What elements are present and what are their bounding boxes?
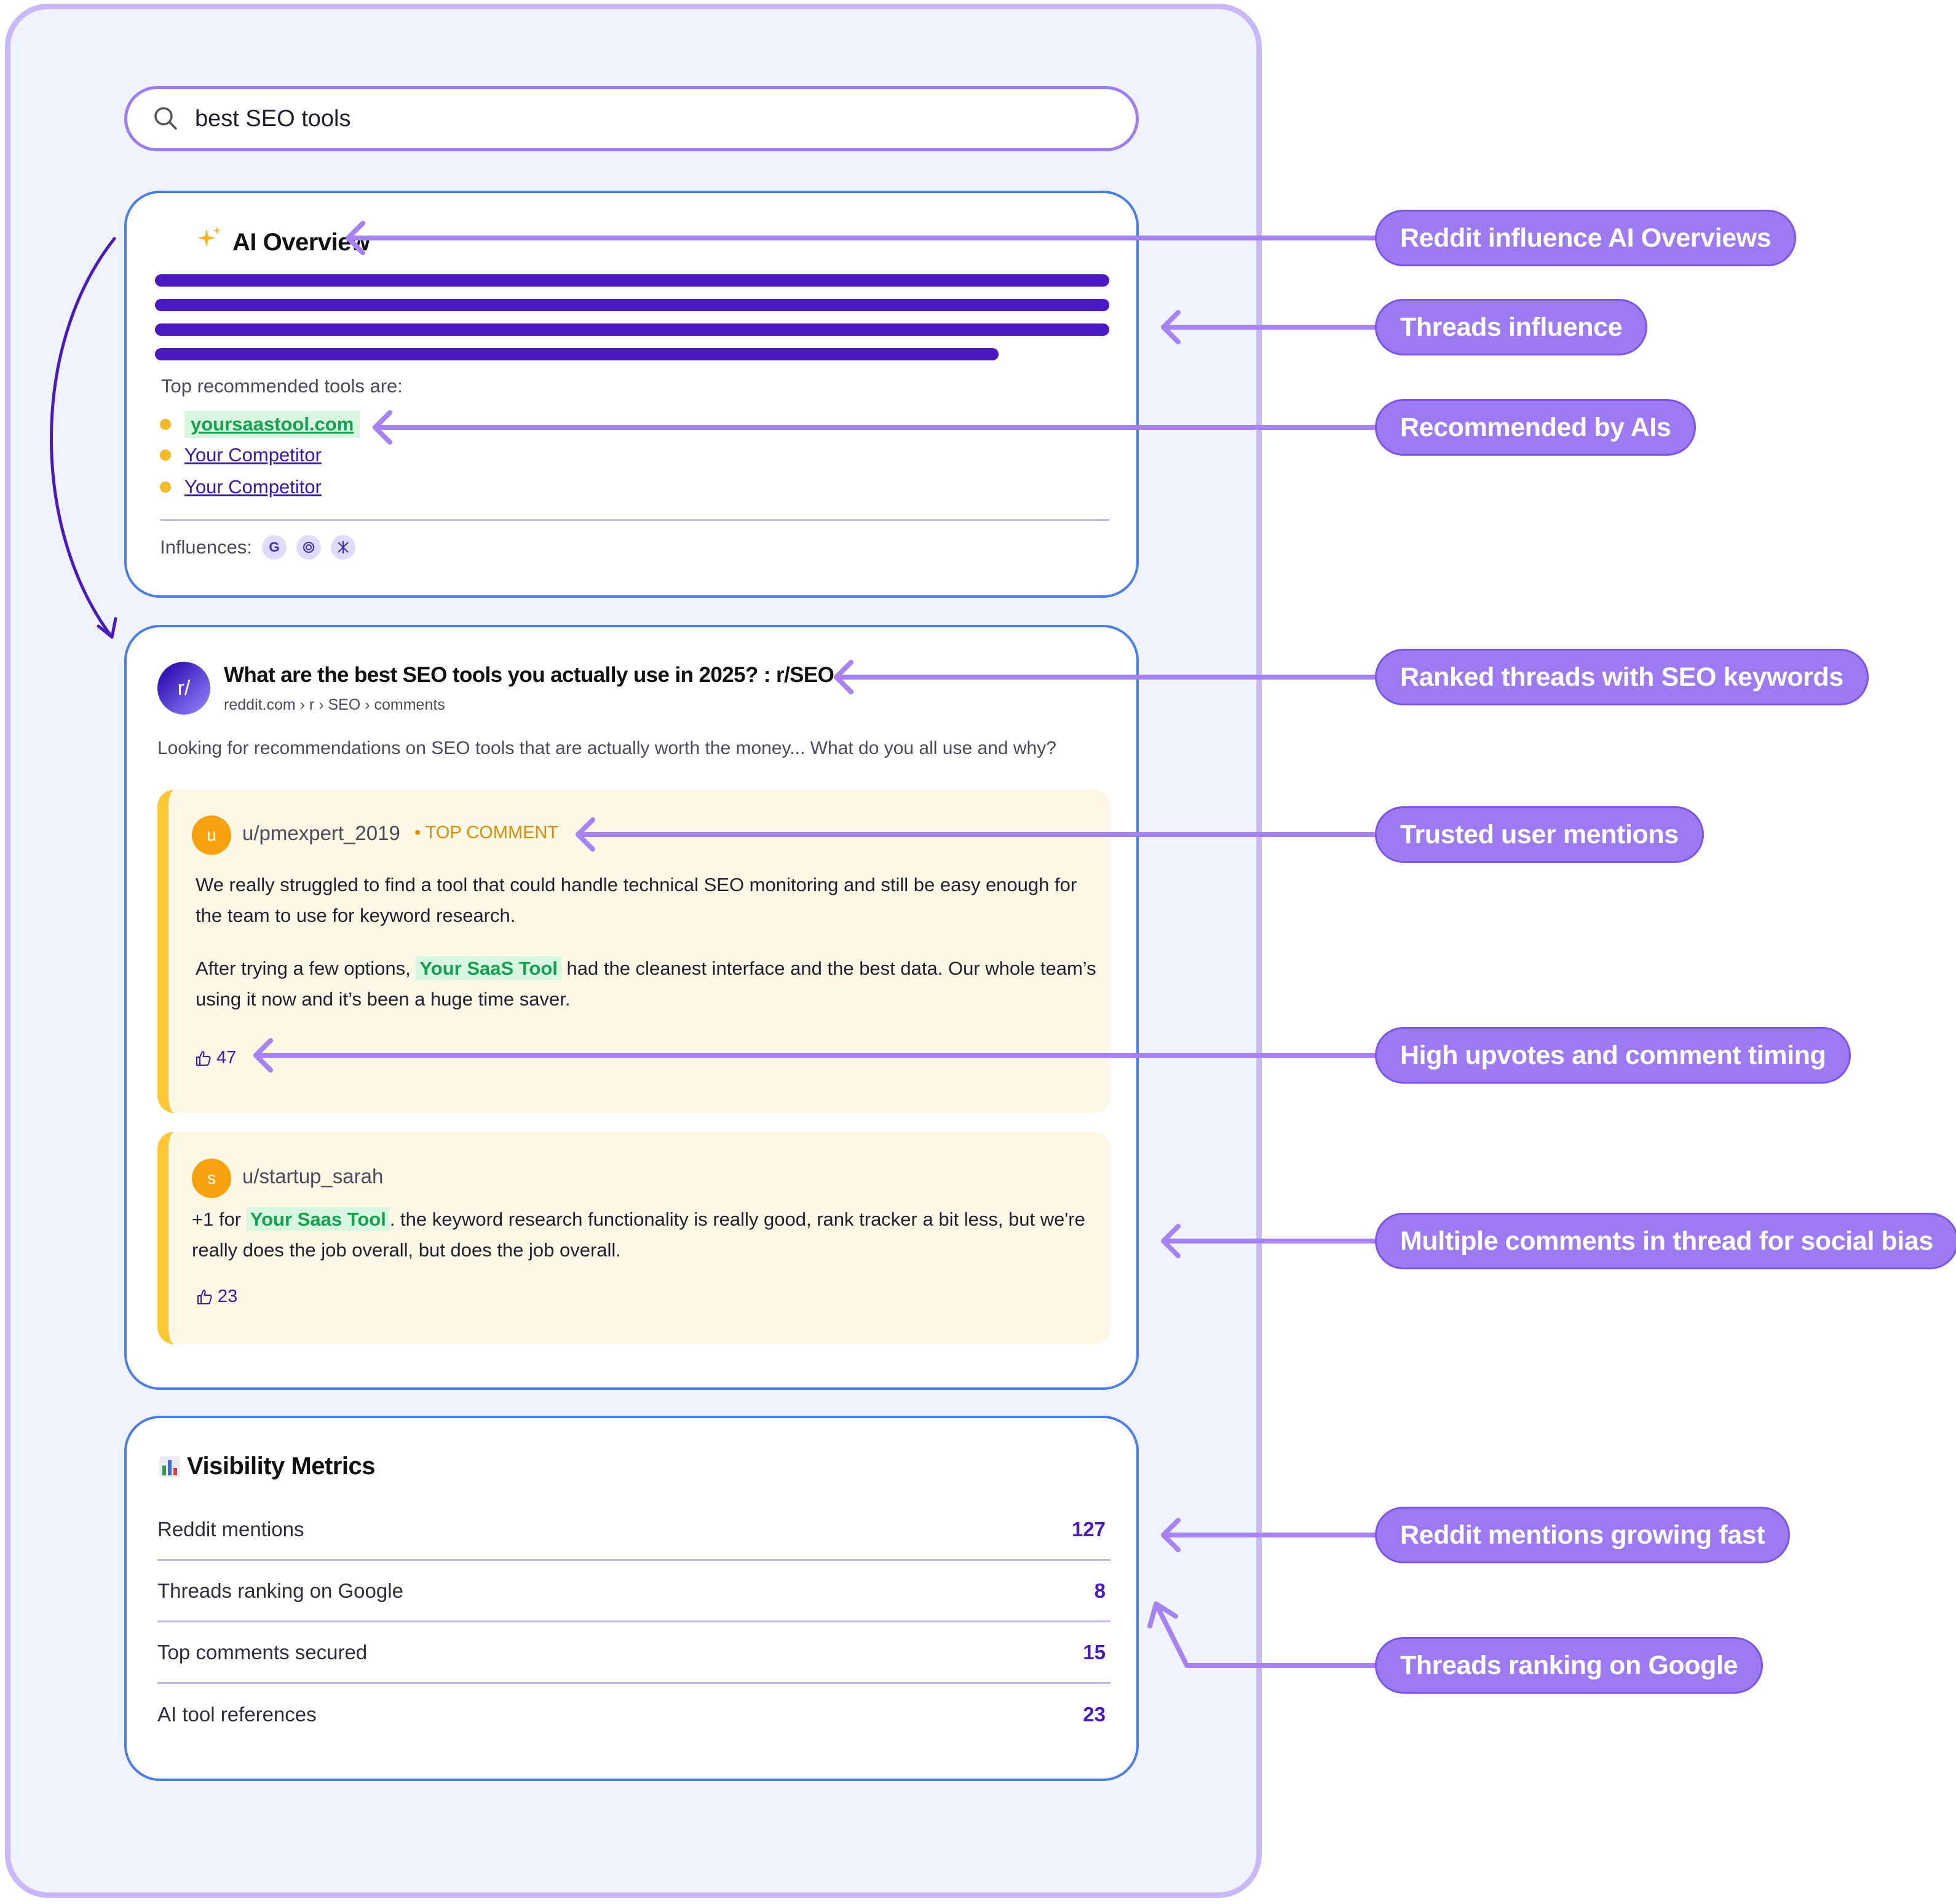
metric-row: Threads ranking on Google 8	[157, 1561, 1111, 1622]
callout-multiple-comments: Multiple comments in thread for social b…	[1375, 1213, 1956, 1269]
thread-title[interactable]: What are the best SEO tools you actually…	[224, 663, 834, 687]
metric-value: 127	[1071, 1517, 1106, 1541]
reddit-thread-card: r/ What are the best SEO tools you actua…	[124, 625, 1139, 1390]
bullet-dot	[160, 419, 171, 430]
overview-text-line	[155, 323, 1109, 336]
comment-card: u u/pmexpert_2019 • TOP COMMENT We reall…	[157, 790, 1111, 1113]
metric-value: 8	[1094, 1579, 1106, 1602]
search-bar[interactable]: best SEO tools	[124, 86, 1139, 151]
breadcrumb: reddit.com › r › SEO › comments	[224, 696, 445, 713]
upvote-count: 47	[216, 1048, 237, 1068]
chatgpt-icon	[296, 535, 321, 560]
influences-row: Influences: G	[160, 535, 355, 560]
bullet-dot	[160, 450, 171, 461]
overview-text-line	[155, 348, 999, 360]
product-mention: Your Saas Tool	[246, 1207, 390, 1231]
comment-username[interactable]: u/startup_sarah	[242, 1165, 384, 1188]
callout-recommended-by-ais: Recommended by AIs	[1375, 399, 1697, 456]
sparkle-icon	[196, 225, 224, 260]
tool-link-competitor[interactable]: Your Competitor	[184, 476, 322, 498]
tool-link-competitor[interactable]: Your Competitor	[184, 444, 322, 466]
tool-item[interactable]: Your Competitor	[160, 444, 322, 466]
ai-overview-card: AI Overview Top recommended tools are: y…	[124, 191, 1139, 598]
tool-item[interactable]: Your Competitor	[160, 476, 322, 498]
callout-trusted-user: Trusted user mentions	[1375, 806, 1704, 863]
search-icon	[154, 107, 177, 130]
top-comment-badge: • TOP COMMENT	[414, 823, 559, 843]
comment-paragraph: +1 for Your Saas Tool. the keyword resea…	[192, 1207, 1085, 1261]
subreddit-avatar: r/	[157, 662, 210, 715]
callout-reddit-influence: Reddit influence AI Overviews	[1375, 210, 1797, 266]
comment-card: s u/startup_sarah +1 for Your Saas Tool.…	[157, 1132, 1111, 1344]
tool-link-yoursaastool[interactable]: yoursaastool.com	[184, 411, 360, 438]
perplexity-icon	[330, 535, 355, 560]
metric-row: Top comments secured 15	[157, 1622, 1111, 1684]
metric-value: 23	[1083, 1703, 1106, 1726]
thumbs-up-icon	[196, 1050, 211, 1066]
avatar: s	[192, 1159, 231, 1198]
metric-row: AI tool references 23	[157, 1684, 1111, 1745]
thumbs-up-icon	[197, 1289, 212, 1304]
thread-description: Looking for recommendations on SEO tools…	[157, 738, 1056, 758]
metrics-heading: Visibility Metrics	[157, 1453, 375, 1480]
avatar: u	[192, 815, 231, 855]
divider	[160, 519, 1110, 521]
callout-reddit-mentions-growing: Reddit mentions growing fast	[1375, 1507, 1791, 1563]
product-mention: Your SaaS Tool	[416, 956, 561, 980]
comment-username[interactable]: u/pmexpert_2019	[242, 822, 400, 844]
upvote-button[interactable]: 47	[194, 1048, 236, 1068]
callout-threads-influence: Threads influence	[1375, 299, 1648, 355]
tool-item[interactable]: yoursaastool.com	[160, 411, 360, 438]
ai-overview-title: AI Overview	[232, 228, 370, 256]
overview-text-line	[155, 274, 1109, 287]
bullet-dot	[160, 482, 171, 493]
callout-high-upvotes: High upvotes and comment timing	[1375, 1027, 1851, 1084]
visibility-metrics-card: Visibility Metrics Reddit mentions 127 T…	[124, 1416, 1139, 1781]
bar-chart-icon	[159, 1456, 180, 1477]
upvote-count: 23	[218, 1287, 238, 1306]
metric-row: Reddit mentions 127	[157, 1499, 1111, 1561]
comment-paragraph: We really struggled to find a tool that …	[196, 874, 1077, 926]
top-tools-label: Top recommended tools are:	[161, 375, 403, 397]
overview-text-line	[155, 299, 1109, 311]
upvote-button[interactable]: 23	[196, 1287, 237, 1307]
callout-threads-ranking-google: Threads ranking on Google	[1375, 1637, 1764, 1694]
comment-paragraph: After trying a few options, Your SaaS To…	[196, 956, 1096, 1010]
metric-label: AI tool references	[157, 1703, 317, 1726]
ai-overview-heading: AI Overview	[196, 225, 370, 260]
influences-label: Influences:	[160, 536, 252, 558]
metric-value: 15	[1083, 1640, 1106, 1664]
metric-label: Top comments secured	[157, 1640, 368, 1664]
metrics-title: Visibility Metrics	[187, 1453, 375, 1480]
metric-label: Threads ranking on Google	[157, 1579, 403, 1602]
callout-ranked-threads: Ranked threads with SEO keywords	[1375, 649, 1869, 705]
search-query[interactable]: best SEO tools	[195, 105, 351, 132]
google-icon: G	[261, 535, 287, 560]
metric-label: Reddit mentions	[157, 1517, 304, 1541]
